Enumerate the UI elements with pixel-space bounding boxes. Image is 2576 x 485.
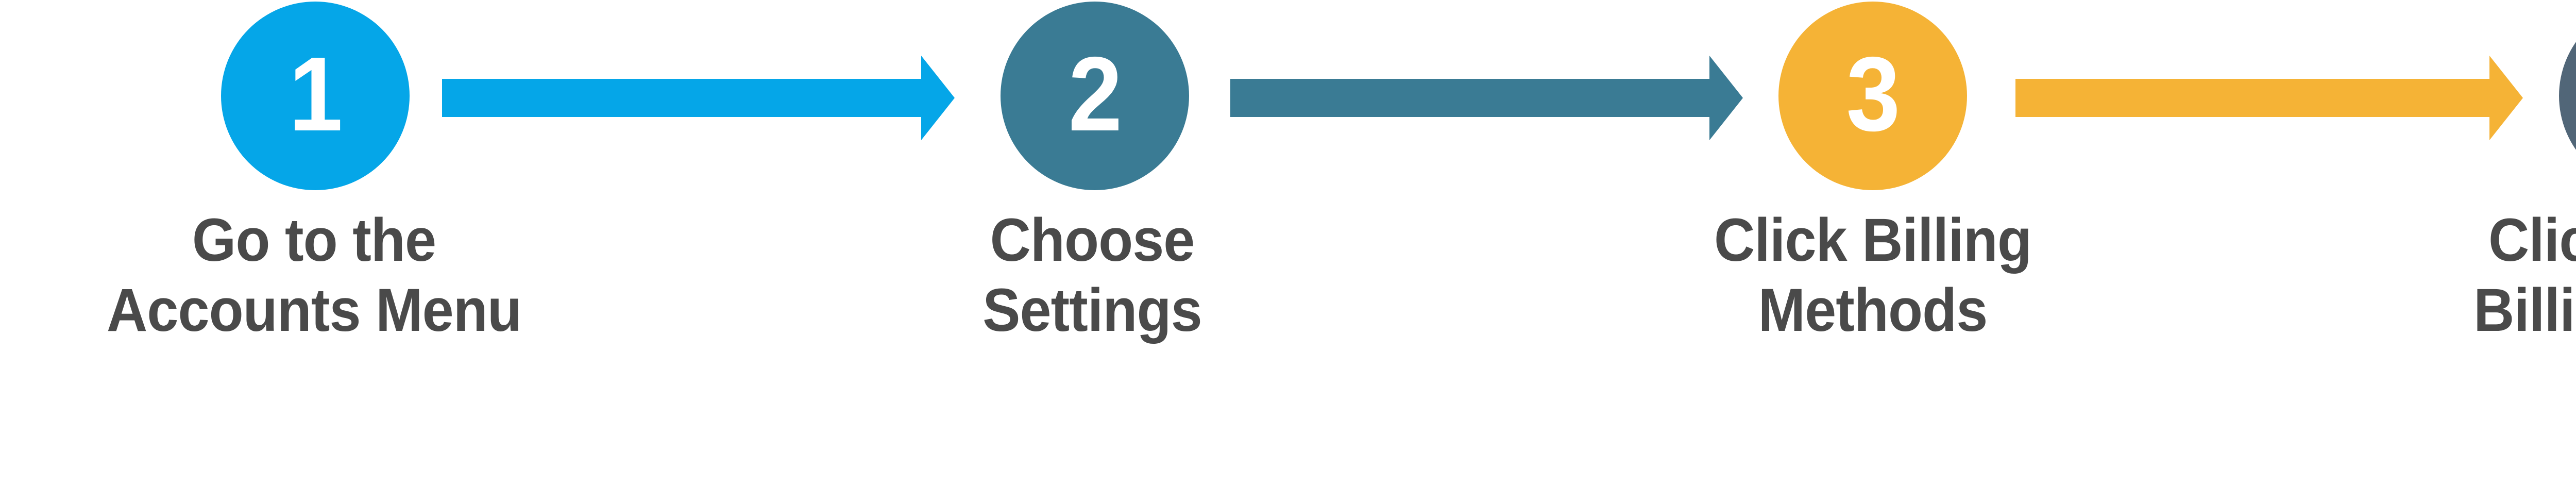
step-circle-3[interactable]: 3 <box>1778 2 1967 190</box>
arrow-right-icon <box>442 56 955 140</box>
step-number-3: 3 <box>1846 35 1900 153</box>
step-label-3: Click Billing Methods <box>1714 206 2032 344</box>
step-circle-4[interactable]: 4 <box>2559 2 2576 190</box>
connector-arrow-2-to-3 <box>1230 54 1743 142</box>
arrow-right-icon <box>2015 56 2523 140</box>
step-label-2: Choose Settings <box>982 206 1202 344</box>
step-number-1: 1 <box>289 35 343 153</box>
connector-arrow-3-to-4 <box>2015 54 2523 142</box>
step-label-4: Click the Add Billing Method button <box>2473 206 2576 344</box>
step-circle-1[interactable]: 1 <box>221 2 410 190</box>
step-number-2: 2 <box>1068 35 1122 153</box>
connector-arrow-1-to-2 <box>442 54 955 142</box>
step-label-1: Go to the Accounts Menu <box>107 206 522 344</box>
step-circle-2[interactable]: 2 <box>1001 2 1189 190</box>
arrow-right-icon <box>1230 56 1743 140</box>
